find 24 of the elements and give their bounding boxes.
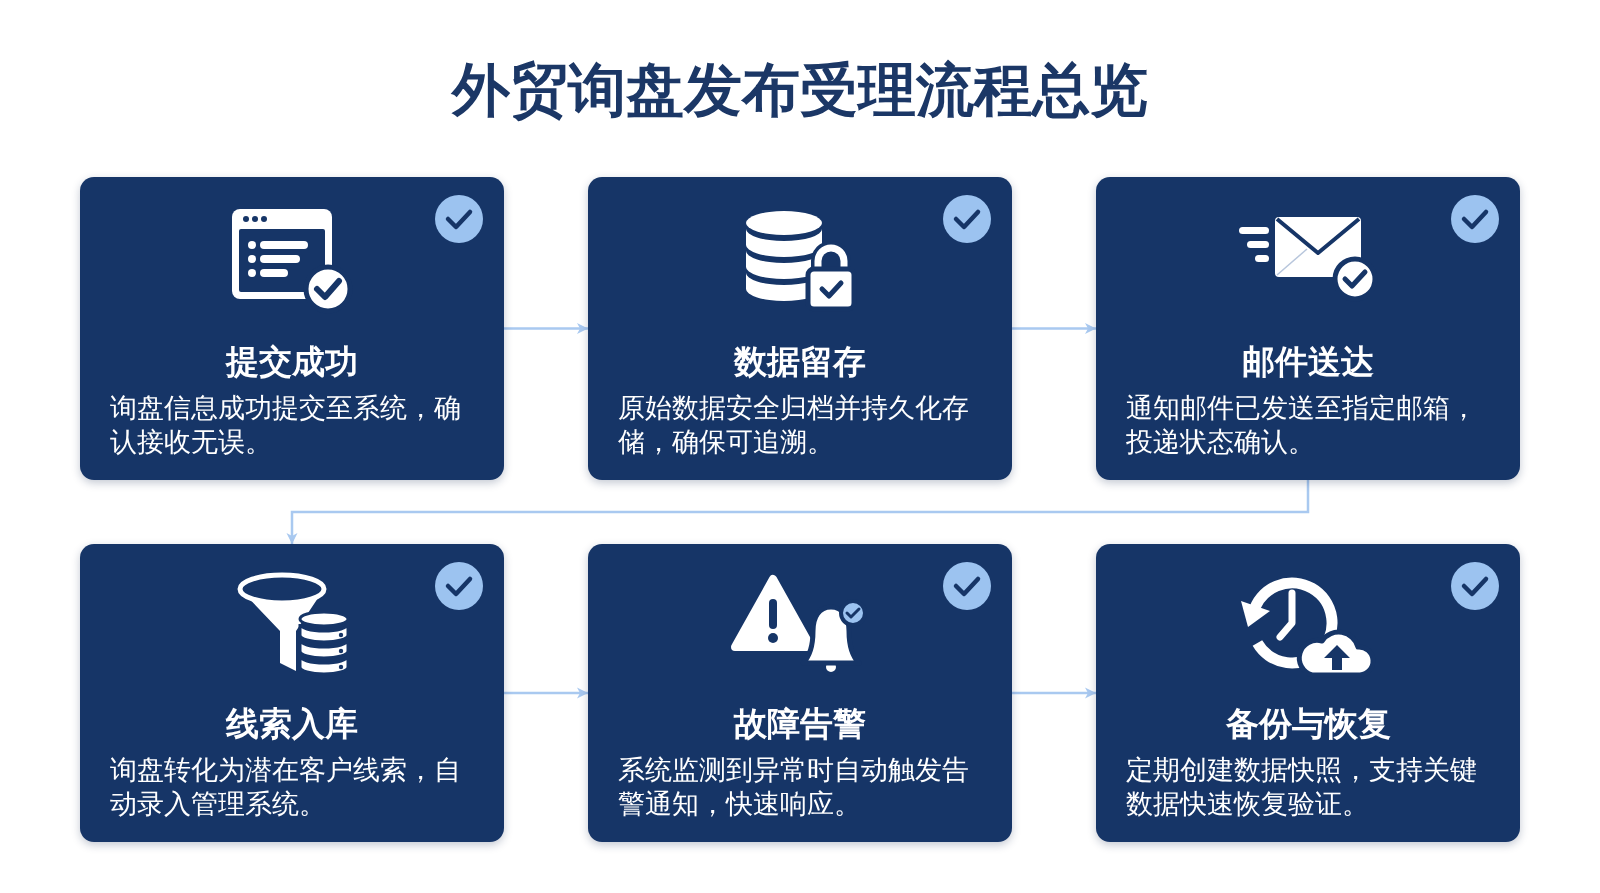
card-title: 数据留存 [732,342,867,382]
card-title: 故障告警 [732,704,867,744]
title: 外贸询盘发布受理流程总览 [450,55,1149,126]
process-card [588,177,1012,480]
card-description: 系统监测到异常时自动触发告警通知，快速响应。 [618,753,970,821]
process-card [80,177,504,480]
card-description: 通知邮件已发送至指定邮箱，投递状态确认。 [1126,391,1478,459]
arrow [504,323,588,334]
card-title: 线索入库 [225,704,359,744]
arrow [286,480,1310,544]
arrow [1012,687,1096,699]
process-card [1096,177,1520,480]
card-description: 询盘转化为潜在客户线索，自动录入管理系统。 [110,753,462,821]
arrow [1012,323,1096,334]
card-title: 邮件送达 [1241,342,1375,382]
process-card [80,544,504,842]
arrow [504,687,588,699]
card-description: 原始数据安全归档并持久化存储，确保可追溯。 [618,391,970,459]
process-card [588,544,1012,842]
card-title: 备份与恢复 [1224,704,1392,744]
card-title: 提交成功 [224,342,359,382]
card-description: 定期创建数据快照，支持关键数据快速恢复验证。 [1126,753,1478,821]
card-description: 询盘信息成功提交至系统，确认接收无误。 [110,391,462,459]
process-card [1096,544,1520,842]
